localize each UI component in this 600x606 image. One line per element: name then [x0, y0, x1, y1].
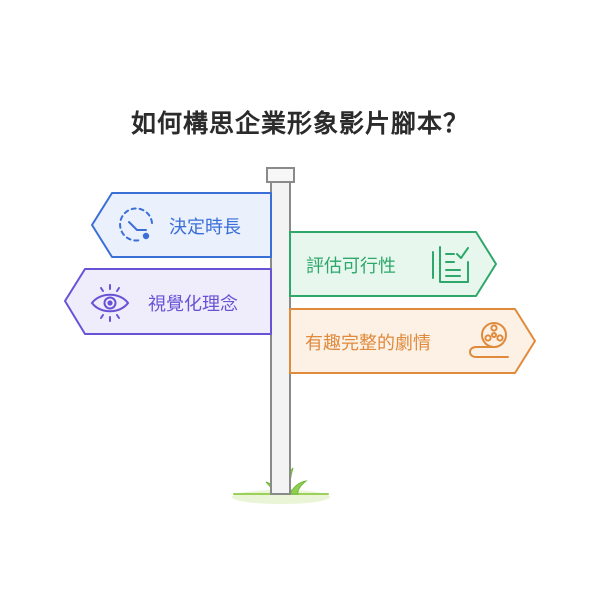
sign-label-evaluate-feasibility: 評估可行性 [306, 256, 396, 277]
signpost-cap [266, 167, 295, 183]
sign-label-decide-duration: 決定時長 [169, 217, 241, 238]
sign-label-visualize-concept: 視覺化理念 [148, 294, 238, 315]
film-reel-icon [469, 322, 509, 358]
clock-icon [119, 207, 153, 242]
sign-interesting-complete-plot [289, 308, 536, 374]
sign-visualize-concept [64, 268, 272, 335]
sign-label-interesting-plot: 有趣完整的劇情 [305, 333, 431, 354]
sign-decide-duration [91, 192, 272, 258]
eye-icon [90, 284, 130, 322]
sign-evaluate-feasibility [289, 231, 497, 297]
page-title: 如何構思企業形象影片腳本？ [130, 109, 469, 138]
signpost-pole [270, 180, 291, 495]
checklist-document-icon [432, 246, 469, 283]
